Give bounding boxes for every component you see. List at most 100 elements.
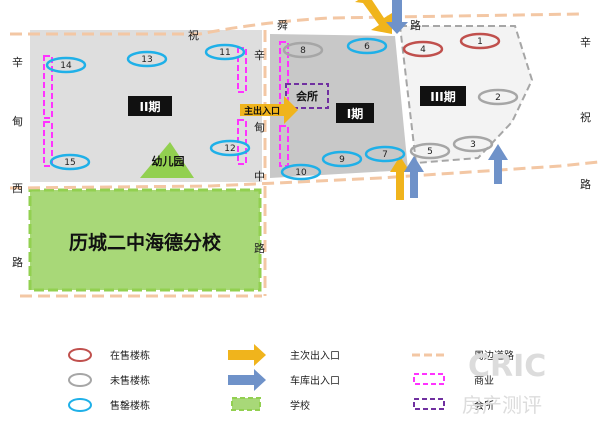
- phase1-badge: [336, 103, 374, 123]
- building-12-number: 12: [224, 144, 235, 154]
- building-8: 8: [282, 41, 324, 59]
- legend-road-label: 周边道路: [474, 349, 514, 362]
- road-label-left-3: 西: [12, 182, 23, 195]
- building-2-marker: [477, 88, 519, 106]
- road-label-right-1: 辛: [580, 35, 591, 49]
- legend-on-sale-label: 在售楼栋: [110, 349, 150, 362]
- phase3-label: III期: [430, 89, 455, 104]
- main-entrance-arrow-mid: [240, 96, 298, 124]
- road-label-right-2: 祝: [580, 110, 591, 124]
- building-12-marker: [209, 139, 251, 157]
- road-label-right: 辛 祝 路: [580, 35, 591, 191]
- phase2-badge: [128, 96, 172, 116]
- building-10: 10: [280, 163, 322, 181]
- legend-sold-out-label: 售罄楼栋: [110, 399, 150, 412]
- road-label-mid-4: 路: [254, 242, 265, 255]
- building-5-marker: [409, 142, 451, 160]
- building-4-number: 4: [420, 45, 426, 55]
- building-14-number: 14: [60, 61, 72, 71]
- building-13-number: 13: [141, 55, 152, 65]
- main-entrance-arrow-top: [355, 0, 392, 34]
- clubhouse-label: 会所: [296, 89, 318, 103]
- road-label-left: 辛 甸 西 路: [12, 55, 23, 269]
- building-10-number: 10: [295, 168, 307, 178]
- building-1-marker: [459, 32, 501, 50]
- building-9-number: 9: [339, 155, 345, 165]
- building-11: 11: [204, 43, 246, 61]
- road-label-right-3: 路: [580, 178, 591, 191]
- building-11-number: 11: [219, 48, 230, 58]
- legend-commercial-label: 商业: [474, 374, 494, 387]
- garage-entrance-arrow-top: [386, 0, 408, 34]
- school-label: 历城二中海德分校: [69, 231, 222, 254]
- building-7-marker: [364, 145, 406, 163]
- phase2-label: II期: [140, 99, 161, 114]
- legend-main-entrance-swatch: [228, 344, 266, 366]
- road-label-top-mid: 舜: [277, 18, 288, 32]
- building-9: 9: [321, 150, 363, 168]
- kindergarten-zone: [140, 142, 194, 178]
- garage-entrance-arrow-bottom-1: [404, 156, 424, 198]
- building-15: 15: [49, 153, 91, 171]
- legend-commercial-swatch: [413, 373, 445, 385]
- building-15-marker: [49, 153, 91, 171]
- legend: 在售楼栋 未售楼栋 售罄楼栋 主次出入口 车库出入口 学校 周边道路 商业 会所: [68, 344, 514, 412]
- garage-entrance-arrow-bottom-2: [488, 144, 508, 184]
- building-15-number: 15: [64, 158, 75, 168]
- legend-school-label: 学校: [290, 399, 310, 412]
- road-label-left-1: 辛: [12, 55, 23, 69]
- legend-school-swatch: [231, 397, 261, 411]
- legend-unsold-label: 未售楼栋: [110, 374, 150, 387]
- kindergarten-label: 幼儿园: [152, 154, 185, 168]
- road-label-mid-2: 甸: [254, 121, 265, 134]
- building-1-number: 1: [477, 37, 483, 47]
- building-14: 14: [45, 56, 87, 74]
- school-zone: [28, 188, 262, 292]
- building-9-marker: [321, 150, 363, 168]
- main-entrance-arrow-bottom: [390, 156, 410, 200]
- building-6: 6: [346, 37, 388, 55]
- building-2: 2: [477, 88, 519, 106]
- legend-clubhouse-label: 会所: [474, 399, 494, 412]
- building-13-marker: [126, 50, 168, 68]
- legend-on-sale-swatch: [68, 348, 92, 362]
- legend-garage-swatch: [228, 369, 266, 391]
- building-6-number: 6: [364, 42, 370, 52]
- building-7-number: 7: [382, 150, 388, 160]
- building-14-marker: [45, 56, 87, 74]
- building-7: 7: [364, 145, 406, 163]
- building-13: 13: [126, 50, 168, 68]
- watermark-sub: 房产测评: [462, 393, 542, 417]
- building-8-number: 8: [300, 46, 306, 56]
- legend-clubhouse-swatch: [413, 398, 445, 410]
- building-6-marker: [346, 37, 388, 55]
- building-3: 3: [452, 135, 494, 153]
- road-label-left-2: 甸: [12, 115, 23, 128]
- road-label-mid-3: 中: [254, 170, 265, 183]
- road-label-mid-1: 辛: [254, 48, 265, 62]
- road-label-top-right: 路: [410, 19, 421, 32]
- road-label-mid: 辛 甸 中 路: [254, 48, 265, 255]
- road-label-left-4: 路: [12, 256, 23, 269]
- building-10-marker: [280, 163, 322, 181]
- building-4-marker: [402, 40, 444, 58]
- building-3-marker: [452, 135, 494, 153]
- building-11-marker: [204, 43, 246, 61]
- building-3-number: 3: [470, 140, 476, 150]
- building-12: 12: [209, 139, 251, 157]
- legend-garage-label: 车库出入口: [290, 374, 340, 387]
- building-2-number: 2: [495, 93, 501, 103]
- clubhouse-zone: [285, 83, 329, 109]
- legend-unsold-swatch: [68, 373, 92, 387]
- building-5: 5: [409, 142, 451, 160]
- phase1-label: I期: [347, 106, 363, 121]
- main-entrance-label: 主出入口: [244, 105, 280, 117]
- building-4: 4: [402, 40, 444, 58]
- legend-sold-out-swatch: [68, 398, 92, 412]
- building-5-number: 5: [427, 147, 433, 157]
- watermark-brand: CRIC: [468, 349, 546, 384]
- phase3-badge: [420, 86, 466, 106]
- building-1: 1: [459, 32, 501, 50]
- legend-main-entrance-label: 主次出入口: [290, 349, 340, 362]
